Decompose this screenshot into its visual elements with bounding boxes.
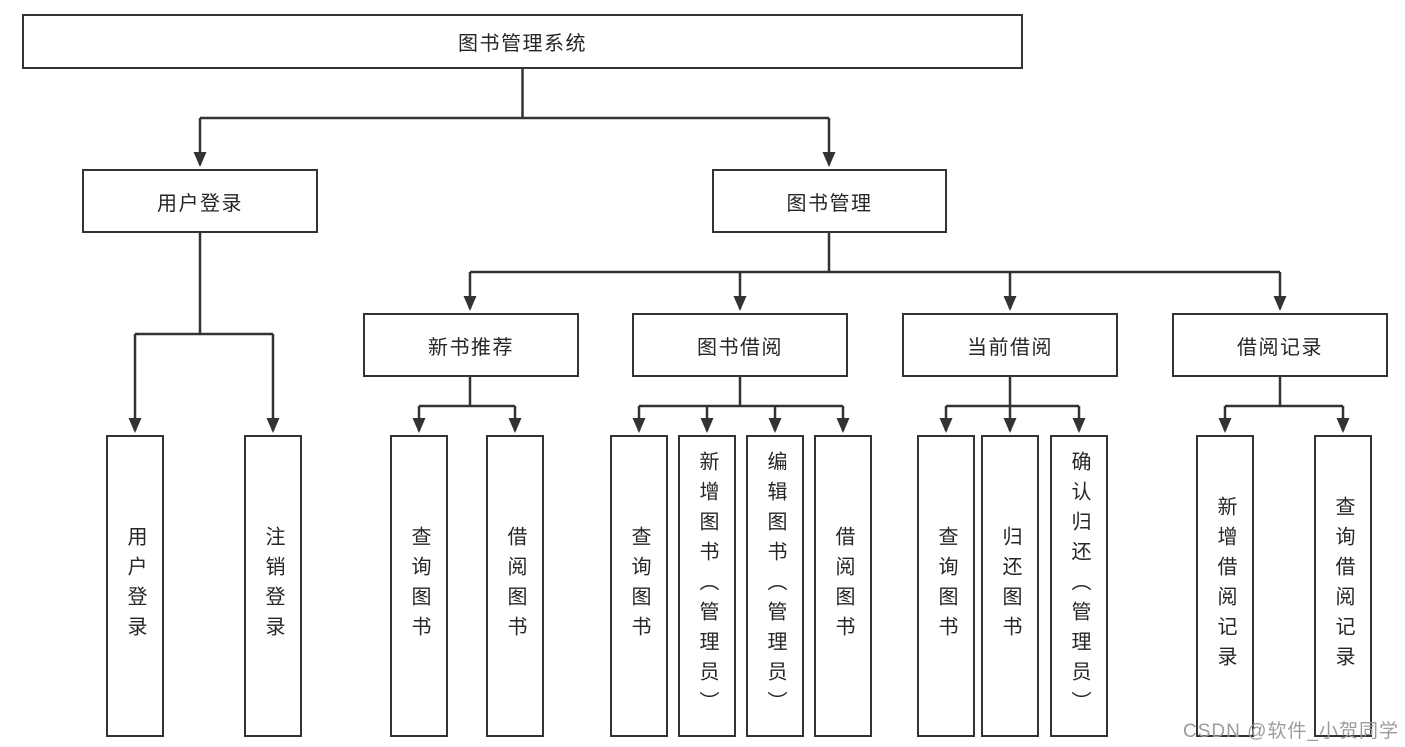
node-current-borrowing-label: 当前借阅 — [967, 336, 1053, 359]
leaf-borrow-edit-books-admin: 编辑图书（管理员） — [746, 435, 804, 737]
leaf-records-query-record: 查询借阅记录 — [1314, 435, 1372, 737]
leaf-logout-label: 注销登录 — [262, 526, 284, 646]
leaf-recommend-borrow-books-label: 借阅图书 — [504, 526, 526, 646]
leaf-logout: 注销登录 — [244, 435, 302, 737]
leaf-borrow-query-books: 查询图书 — [610, 435, 668, 737]
node-book-borrowing-label: 图书借阅 — [697, 336, 783, 359]
leaf-borrow-borrow-books-label: 借阅图书 — [832, 526, 854, 646]
leaf-user-login: 用户登录 — [106, 435, 164, 737]
node-library-system-label: 图书管理系统 — [458, 33, 587, 55]
node-current-borrowing: 当前借阅 — [902, 313, 1118, 377]
watermark: CSDN @软件_小贺同学 — [1183, 721, 1399, 742]
leaf-current-query-books: 查询图书 — [917, 435, 975, 737]
node-book-management: 图书管理 — [712, 169, 947, 233]
node-borrowing-records: 借阅记录 — [1172, 313, 1388, 377]
node-library-system: 图书管理系统 — [22, 14, 1023, 69]
leaf-recommend-borrow-books: 借阅图书 — [486, 435, 544, 737]
leaf-borrow-add-books-admin: 新增图书（管理员） — [678, 435, 736, 737]
leaf-recommend-query-books: 查询图书 — [390, 435, 448, 737]
leaf-current-return-books-label: 归还图书 — [999, 526, 1021, 646]
node-book-management-label: 图书管理 — [786, 192, 873, 215]
node-user-login-label: 用户登录 — [157, 192, 243, 215]
leaf-current-return-books: 归还图书 — [981, 435, 1039, 737]
node-new-book-recommendation: 新书推荐 — [363, 313, 579, 377]
leaf-borrow-borrow-books: 借阅图书 — [814, 435, 872, 737]
leaf-records-add-record: 新增借阅记录 — [1196, 435, 1254, 737]
leaf-borrow-query-books-label: 查询图书 — [628, 526, 650, 646]
node-borrowing-records-label: 借阅记录 — [1237, 336, 1323, 359]
node-new-book-recommendation-label: 新书推荐 — [428, 336, 514, 359]
leaf-records-query-record-label: 查询借阅记录 — [1332, 496, 1354, 676]
node-user-login: 用户登录 — [82, 169, 318, 233]
leaf-borrow-edit-books-admin-label: 编辑图书（管理员） — [764, 451, 786, 721]
leaf-current-confirm-return-admin: 确认归还（管理员） — [1050, 435, 1108, 737]
leaf-records-add-record-label: 新增借阅记录 — [1214, 496, 1236, 676]
leaf-user-login-label: 用户登录 — [124, 526, 146, 646]
node-book-borrowing: 图书借阅 — [632, 313, 848, 377]
leaf-current-confirm-return-admin-label: 确认归还（管理员） — [1068, 451, 1090, 721]
leaf-recommend-query-books-label: 查询图书 — [408, 526, 430, 646]
leaf-borrow-add-books-admin-label: 新增图书（管理员） — [696, 451, 718, 721]
leaf-current-query-books-label: 查询图书 — [935, 526, 957, 646]
